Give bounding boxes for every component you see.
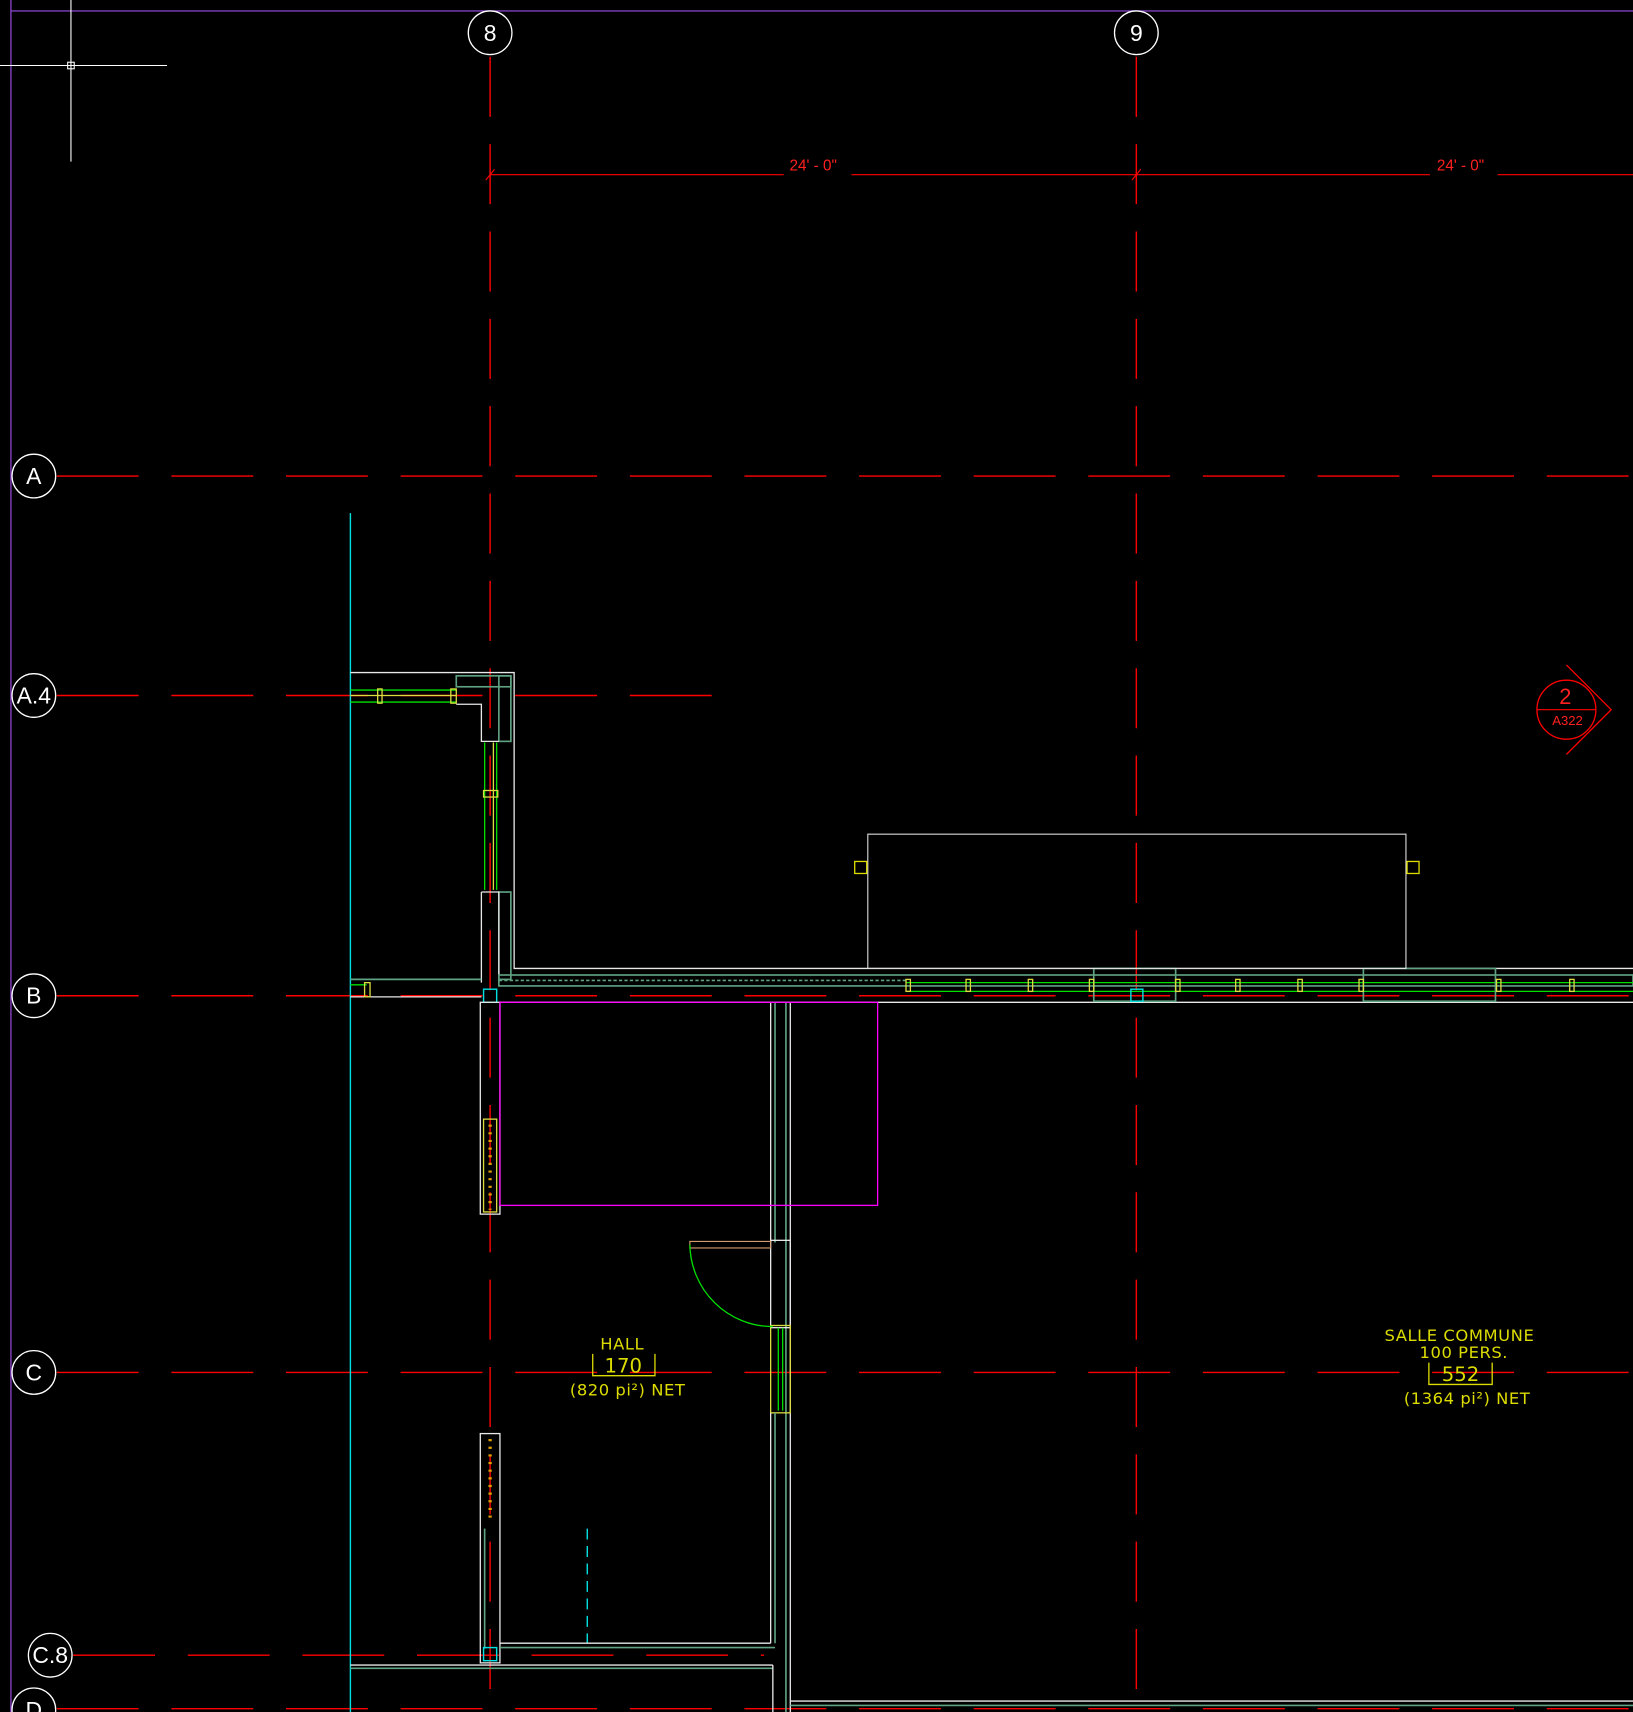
dimension-line: 24' - 0" 24' - 0"	[485, 157, 1633, 181]
grid-bubble-c8[interactable]: C.8	[27, 1632, 73, 1678]
section-sheet: A322	[1552, 713, 1583, 728]
room-occupancy: 100 PERS.	[1420, 1343, 1508, 1362]
magenta-zone-outline	[499, 1001, 879, 1207]
grid-bubble-a4[interactable]: A.4	[11, 673, 57, 718]
room-area: (820 pi²) NET	[570, 1380, 686, 1399]
crosshair-cursor-icon	[0, 0, 168, 162]
grid-bubble-label: B	[26, 983, 41, 1009]
room-number: 170	[605, 1354, 642, 1377]
section-number: 2	[1559, 684, 1571, 709]
room-number: 552	[1442, 1363, 1479, 1386]
sheet-border	[10, 0, 1633, 1712]
grid-bubble-label: 8	[484, 20, 497, 46]
room-name: SALLE COMMUNE	[1385, 1326, 1535, 1345]
grid-bubble-label: A.4	[17, 682, 52, 708]
grid-bubble-a[interactable]: A	[11, 453, 57, 499]
room-tag-hall[interactable]: HALL 170 (820 pi²) NET	[570, 1335, 686, 1400]
grid-bubble-8[interactable]: 8	[467, 10, 513, 56]
grid-bubble-label: C	[26, 1359, 43, 1385]
room-name: HALL	[600, 1335, 644, 1354]
platform-outline	[854, 833, 1420, 970]
door-swing	[689, 1240, 773, 1328]
grid-bubble-d[interactable]: D	[11, 1687, 57, 1712]
grid-bubble-label: C.8	[32, 1642, 68, 1668]
walls	[350, 671, 1633, 1712]
room-area: (1364 pi²) NET	[1404, 1389, 1531, 1408]
section-marker[interactable]: 2 A322	[1536, 664, 1613, 755]
dimension-text: 24' - 0"	[1437, 157, 1484, 174]
grid-bubble-9[interactable]: 9	[1113, 10, 1159, 56]
grid-bubble-label: A	[26, 463, 42, 489]
grid-bubble-c[interactable]: C	[11, 1349, 57, 1395]
grid-bubble-label: D	[26, 1697, 43, 1712]
grid-bubble-label: 9	[1130, 20, 1143, 46]
grid-bubble-b[interactable]: B	[11, 973, 57, 1019]
room-tag-salle-commune[interactable]: SALLE COMMUNE 100 PERS. 552 (1364 pi²) N…	[1385, 1326, 1535, 1408]
dimension-text: 24' - 0"	[790, 157, 837, 174]
